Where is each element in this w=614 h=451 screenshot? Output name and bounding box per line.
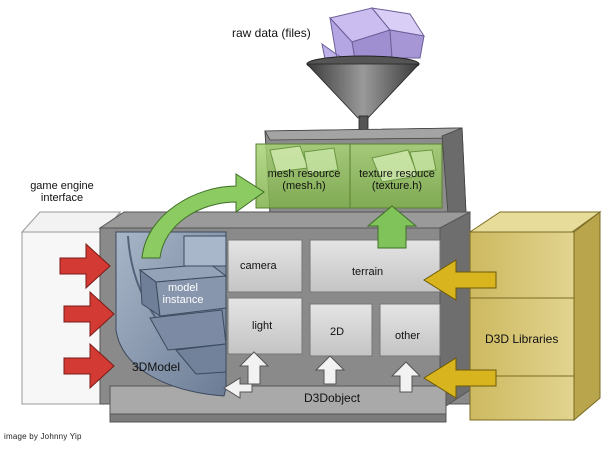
light-label: light bbox=[252, 320, 273, 332]
mesh-resource-label: mesh resource (mesh.h) bbox=[262, 168, 346, 192]
mesh-resource-box bbox=[255, 143, 351, 209]
d3d-libraries-stack bbox=[468, 210, 602, 422]
two-d-label: 2D bbox=[330, 326, 345, 338]
image-credit: image by Johnny Yip bbox=[4, 432, 82, 441]
white-arrow-icon bbox=[223, 351, 422, 399]
light-module bbox=[227, 297, 303, 355]
gold-arrow-icon bbox=[423, 259, 497, 399]
game-engine-interface-label: game engine interface bbox=[22, 180, 102, 204]
model-instance-stack bbox=[138, 235, 228, 375]
camera-label: camera bbox=[240, 260, 277, 272]
texture-resource-box bbox=[349, 143, 443, 209]
3d-model-label: 3DModel bbox=[132, 360, 181, 374]
texture-resource-label: texture resouce (texture.h) bbox=[352, 168, 442, 192]
camera-module bbox=[227, 239, 303, 293]
terrain-label: terrain bbox=[352, 266, 384, 278]
model-instance-line1: model bbox=[168, 282, 198, 294]
game-engine-interface-line2: interface bbox=[40, 191, 84, 204]
other-label: other bbox=[395, 330, 421, 342]
two-d-module bbox=[309, 303, 373, 357]
d3d-libraries-label: D3D Libraries bbox=[485, 332, 559, 346]
game-engine-interface-line1: game engine bbox=[30, 180, 94, 192]
mesh-resource-title: mesh resource bbox=[267, 168, 341, 180]
mesh-resource-file: (mesh.h) bbox=[282, 179, 326, 192]
other-module bbox=[379, 303, 441, 357]
texture-resource-title: texture resouce bbox=[359, 168, 435, 180]
green-arrow-icon bbox=[141, 173, 418, 259]
terrain-module bbox=[309, 239, 441, 293]
d3d-object-label: D3Dobject bbox=[304, 391, 361, 405]
funnel-icon bbox=[306, 55, 420, 135]
texture-resource-file: (texture.h) bbox=[371, 179, 423, 192]
red-arrow-icon bbox=[59, 242, 115, 390]
model-instance-label: model instance bbox=[160, 282, 206, 306]
model-instance-line2: instance bbox=[162, 293, 204, 306]
raw-data-label: raw data (files) bbox=[232, 26, 311, 40]
